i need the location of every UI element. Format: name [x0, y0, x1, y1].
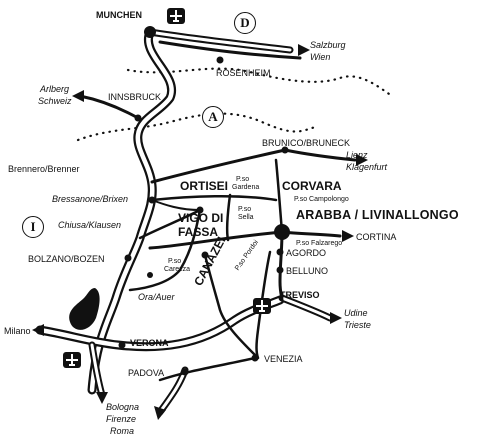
- label-arabba: ARABBA / LIVINALLONGO: [296, 208, 459, 222]
- road-padova-venezia: [158, 356, 257, 382]
- road-ortisei-gardena: [151, 199, 201, 211]
- dot-canazei: [201, 251, 209, 259]
- dot-vigo: [196, 206, 204, 214]
- road-rosenheim-salzburg: [158, 40, 302, 60]
- motorway-munchen-salzburg-core: [148, 30, 292, 52]
- label-rosenheim: ROSENHEIM: [216, 68, 271, 78]
- label-padova: PADOVA: [128, 368, 165, 378]
- arrow-arlberg: [72, 90, 84, 102]
- label-udine: Udine: [344, 308, 368, 318]
- label-firenze: Firenze: [106, 414, 137, 424]
- road-ortisei-corvara: [150, 194, 278, 202]
- dot-munchen: [144, 26, 156, 38]
- label-milano: Milano: [4, 326, 31, 336]
- label-lienz: Lienz: [346, 150, 368, 160]
- label-schweiz: Schweiz: [38, 96, 72, 106]
- label-pass-gardena-2: Gardena: [232, 184, 260, 191]
- label-pass-carezza-1: P.so: [168, 258, 182, 265]
- country-badge-germany: D: [234, 12, 256, 34]
- label-brunico: BRUNICO/BRUNECK: [262, 138, 351, 148]
- label-pass-carezza-2: Carezza: [164, 266, 191, 273]
- road-canazei-arabba: [148, 230, 284, 250]
- label-munchen: MUNCHEN: [96, 10, 142, 20]
- label-trieste: Trieste: [344, 320, 371, 330]
- arrow-bologna: [154, 406, 166, 420]
- country-badge-italy: I: [22, 216, 44, 238]
- label-bolzano: BOLZANO/BOZEN: [28, 254, 105, 264]
- arrow-milano: [32, 324, 44, 336]
- label-pass-campolongo: P.so Campolongo: [294, 196, 349, 203]
- road-vigo-carezza: [128, 208, 202, 292]
- dot-agordo: [276, 248, 284, 256]
- label-roma: Roma: [110, 426, 135, 436]
- label-brennero: Brennero/Brenner: [8, 164, 80, 174]
- border-germany-austria: [126, 67, 394, 98]
- road-sella-vertical: [225, 193, 232, 242]
- arrow-cortina: [342, 230, 354, 242]
- road-belluno-venezia: [255, 250, 272, 360]
- lake-garda: [69, 288, 100, 330]
- motorway-munchen-brenner-core: [89, 29, 174, 393]
- dot-belluno: [276, 266, 284, 274]
- label-chiusa: Chiusa/Klausen: [58, 220, 122, 230]
- country-badge-austria: A: [202, 106, 224, 128]
- dot-verona: [118, 341, 126, 349]
- label-vigo: VIGO DI: [178, 211, 224, 225]
- label-belluno: BELLUNO: [286, 266, 329, 276]
- label-treviso: TREVISO: [280, 290, 320, 300]
- route-arrows: [32, 44, 368, 420]
- label-pass-sella-1: P.so: [238, 206, 252, 213]
- label-fassa: FASSA: [178, 225, 219, 239]
- road-canazei-verona: [203, 253, 257, 357]
- airports: [63, 8, 271, 368]
- plane-icon: [167, 8, 185, 24]
- plane-icon: [63, 352, 81, 368]
- road-innsbruck-arlberg: [78, 94, 140, 120]
- plane-icon: [253, 298, 271, 314]
- label-arlberg: Arlberg: [40, 84, 70, 94]
- dot-padova: [181, 368, 189, 376]
- road-brunico-lienz: [150, 148, 357, 184]
- label-agordo: AGORDO: [286, 248, 327, 258]
- label-pass-sella-2: Sella: [238, 214, 254, 221]
- dot-ora: [147, 272, 153, 278]
- label-corvara: CORVARA: [282, 179, 342, 193]
- label-bologna: Bologna: [106, 402, 140, 412]
- road-corvara-vertical: [274, 158, 284, 234]
- label-ora: Ora/Auer: [138, 292, 175, 302]
- dot-ortisei: [148, 196, 156, 204]
- label-cortina: CORTINA: [356, 232, 397, 242]
- dot-brunico: [281, 146, 289, 154]
- dot-innsbruck: [134, 114, 142, 122]
- label-bressanone: Bressanone/Brixen: [52, 194, 129, 204]
- border-austria-italy: [76, 112, 320, 142]
- dot-arabba: [274, 224, 290, 240]
- arrow-trieste: [330, 312, 342, 324]
- road-arabba-agordo-belluno: [278, 230, 284, 302]
- town-markers: [118, 26, 290, 376]
- arrow-roma: [96, 392, 108, 404]
- arrow-salzburg: [298, 44, 310, 56]
- label-wien: Wien: [310, 52, 331, 62]
- label-klagenfurt: Klagenfurt: [346, 162, 388, 172]
- arrow-lienz: [356, 154, 368, 166]
- label-salzburg: Salzburg: [310, 40, 346, 50]
- dot-rosenheim: [216, 56, 224, 64]
- label-innsbruck: INNSBRUCK: [108, 92, 162, 102]
- label-verona: VERONA: [130, 338, 169, 348]
- label-ortisei: ORTISEI: [180, 179, 229, 193]
- label-venezia: VENEZIA: [264, 354, 303, 364]
- dot-venezia: [251, 354, 259, 362]
- motorway-treviso-core: [280, 296, 332, 320]
- label-pass-gardena-1: P.so: [236, 176, 250, 183]
- dot-bolzano: [124, 254, 132, 262]
- road-bolzano-vigo: [138, 208, 202, 240]
- road-arabba-cortina: [280, 230, 342, 238]
- label-pass-falzarego: P.so Falzarego: [296, 240, 343, 247]
